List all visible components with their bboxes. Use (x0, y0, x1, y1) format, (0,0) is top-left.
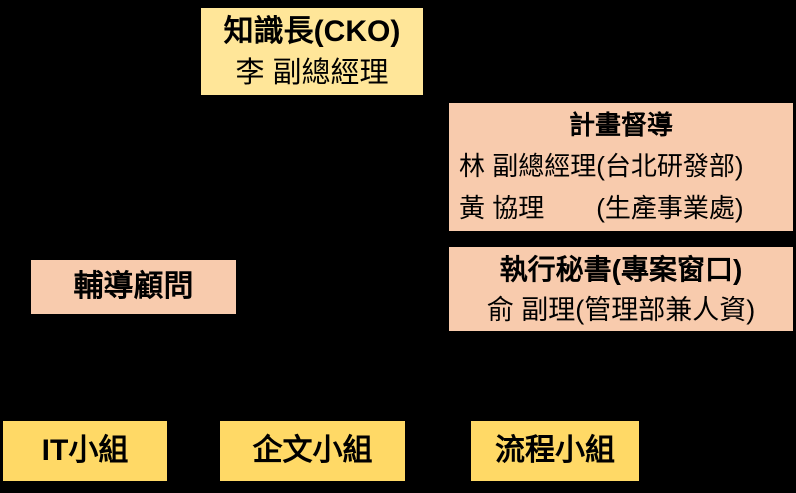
consultant-box: 輔導顧問 (31, 260, 236, 314)
team-culture-label: 企文小組 (252, 434, 373, 467)
team-process-box: 流程小組 (471, 421, 639, 481)
team-process-label: 流程小組 (495, 434, 615, 467)
team-it-label: IT小組 (41, 434, 129, 467)
team-culture-box: 企文小組 (220, 421, 405, 481)
plan-supervision-box: 計畫督導 林 副總經理(台北研發部) 黃 協理 (生產事業處) (449, 103, 793, 231)
cko-person: 李 副總經理 (235, 56, 389, 89)
team-it-box: IT小組 (3, 421, 167, 481)
executive-secretary-person: 俞 副理(管理部兼人資) (486, 295, 756, 325)
plan-supervision-member: 黃 協理 (生產事業處) (459, 193, 744, 223)
cko-box: 知識長(CKO) 李 副總經理 (201, 8, 423, 95)
plan-supervision-title: 計畫督導 (568, 110, 673, 140)
plan-supervision-member: 林 副總經理(台北研發部) (459, 151, 744, 181)
consultant-title: 輔導顧問 (73, 270, 194, 303)
executive-secretary-title: 執行秘書(專案窗口) (499, 254, 743, 285)
executive-secretary-box: 執行秘書(專案窗口) 俞 副理(管理部兼人資) (449, 247, 793, 331)
cko-title: 知識長(CKO) (223, 14, 401, 48)
